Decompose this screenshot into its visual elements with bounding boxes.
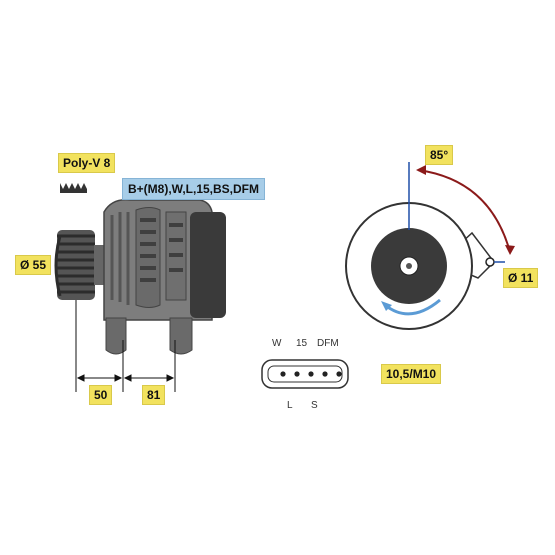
connector-pin-dfm: DFM [317, 338, 339, 349]
pulley-type-label: Poly-V 8 [58, 153, 116, 173]
connector-pin-w: W [272, 338, 282, 349]
connector-pin-l: L [287, 400, 293, 411]
front-view [345, 162, 515, 330]
terminals-label: B+(M8),W,L,15,BS,DFM [122, 178, 266, 200]
alternator-body [103, 199, 226, 355]
angle-label: 85° [425, 145, 454, 165]
hole-diameter-label: Ø 11 [503, 268, 539, 288]
dimension-lines [75, 300, 176, 392]
pulley [54, 230, 104, 300]
dimension-right-label: 81 [142, 385, 166, 405]
thread-label: 10,5/M10 [381, 364, 442, 384]
poly-v-icon [60, 183, 87, 193]
dimension-left-label: 50 [89, 385, 113, 405]
diameter-label: Ø 55 [15, 255, 52, 275]
connector-plug [261, 359, 349, 389]
connector-pin-15: 15 [296, 338, 308, 349]
connector-pin-s: S [311, 400, 318, 411]
